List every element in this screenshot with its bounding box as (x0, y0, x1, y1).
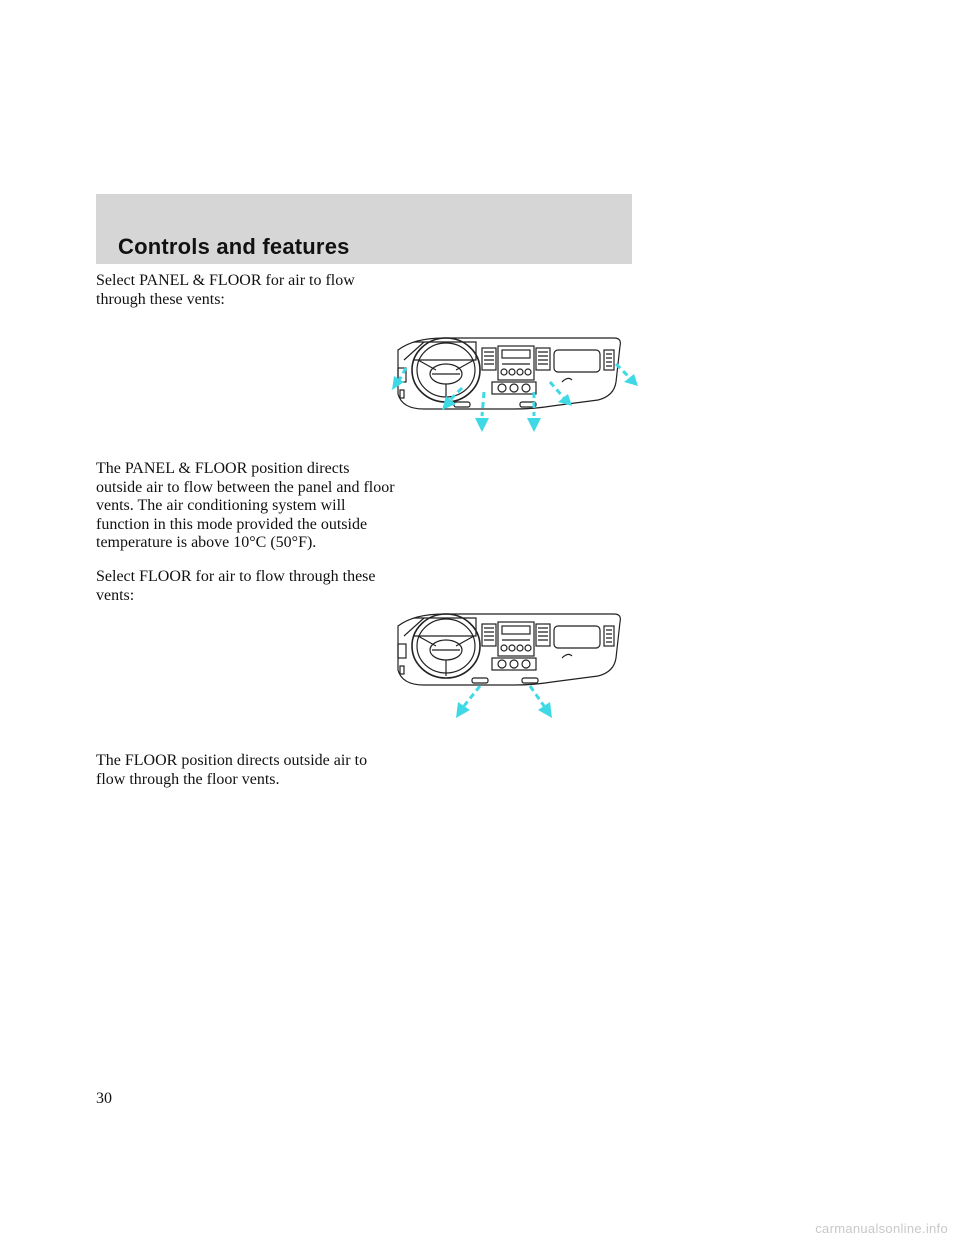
watermark: carmanualsonline.info (815, 1221, 948, 1236)
paragraph-select-floor: Select FLOOR for air to flow through the… (96, 568, 376, 604)
paragraph-select-panel-floor: Select PANEL & FLOOR for air to flow thr… (96, 272, 355, 308)
section-header-band: Controls and features (96, 194, 632, 264)
paragraph-panel-floor-description: The PANEL & FLOOR position directs outsi… (96, 460, 395, 551)
dashboard-vents-panel-floor-icon (392, 337, 638, 432)
dashboard-vents-floor-icon (397, 613, 621, 718)
page-number: 30 (96, 1090, 112, 1107)
paragraph-floor-description: The FLOOR position directs outside air t… (96, 752, 368, 788)
section-title: Controls and features (118, 234, 350, 259)
